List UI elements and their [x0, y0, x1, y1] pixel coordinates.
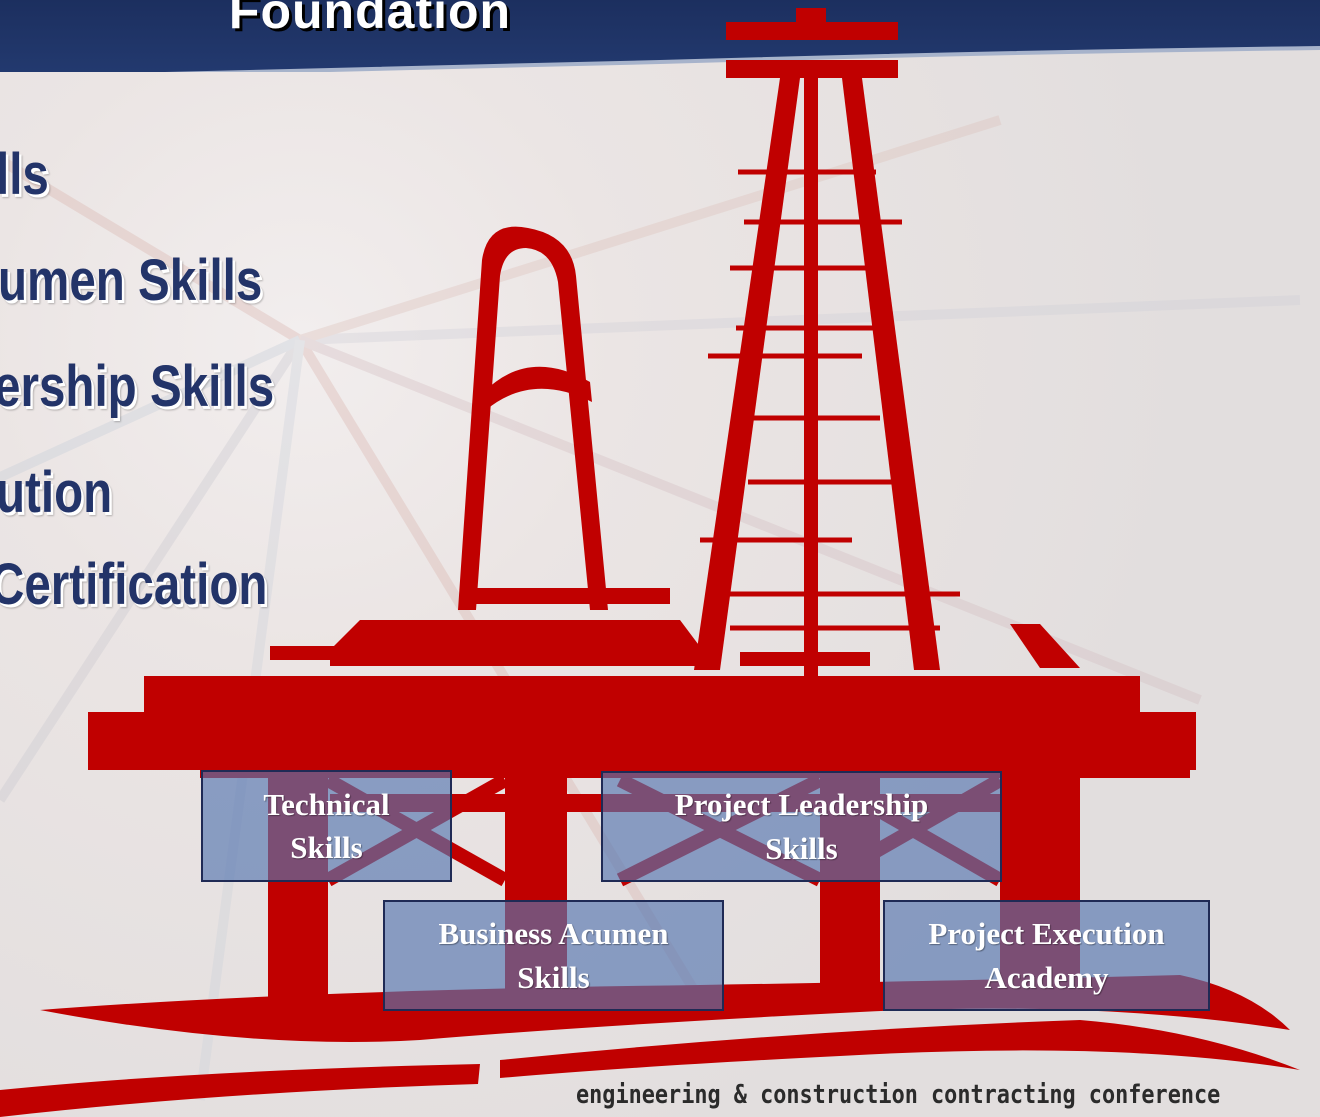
skill-box-line: Project Execution [928, 916, 1165, 952]
bullet-item: Certification [0, 552, 268, 617]
skill-box-line: Skills [290, 830, 363, 865]
bullet-item: ership Skills [0, 354, 275, 419]
footer-tagline: engineering & construction contracting c… [576, 1080, 1221, 1110]
skill-box-project-leadership: Project Leadership Skills [601, 771, 1002, 882]
skill-box-line: Technical [263, 786, 390, 822]
skill-box-project-execution: Project Execution Academy [883, 900, 1210, 1011]
skill-box-line: Business Acumen [438, 916, 669, 952]
bullet-item: ution [0, 460, 113, 525]
skill-box-technical: Technical Skills [201, 770, 452, 882]
skill-box-line: Project Leadership [674, 787, 929, 823]
bullet-item: lls [0, 142, 49, 207]
skill-box-line: Skills [765, 830, 838, 866]
slide-title: Foundation [228, 0, 512, 39]
skill-box-line: Academy [984, 959, 1109, 995]
skill-box-business-acumen: Business Acumen Skills [383, 900, 724, 1011]
skill-box-line: Skills [517, 959, 590, 995]
header-bar [0, 0, 1320, 72]
bullet-item: umen Skills [0, 248, 263, 313]
